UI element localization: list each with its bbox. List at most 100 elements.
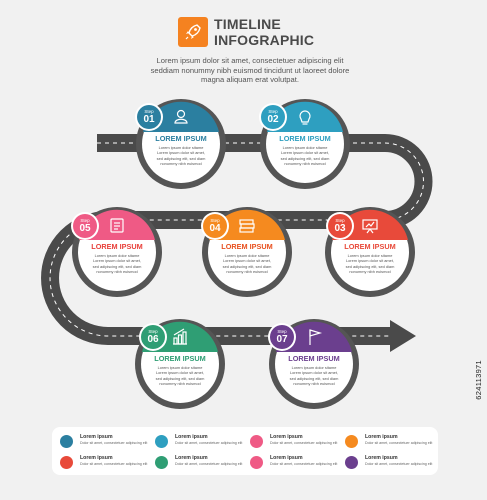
legend-desc: Dolor sit amet, consectetuer adipiscing … bbox=[80, 441, 148, 445]
legend-desc: Dolor sit amet, consectetuer adipiscing … bbox=[175, 462, 243, 466]
step-title: LOREM IPSUM bbox=[288, 354, 340, 363]
legend-desc: Dolor sit amet, consectetuer adipiscing … bbox=[365, 441, 433, 445]
legend-item: Lorem ipsum Dolor sit amet, consectetuer… bbox=[250, 454, 342, 470]
bar-chart-icon bbox=[173, 328, 187, 345]
step-line: Lorem ipsum dolor sit amet, bbox=[289, 370, 338, 376]
step-4-text: LOREM IPSUM Lorem ipsum dolor sitame Lor… bbox=[210, 242, 284, 274]
flag-icon bbox=[309, 329, 323, 345]
step-line: nonummy nibh euismod bbox=[226, 268, 268, 274]
step-word: Step bbox=[210, 218, 220, 223]
legend-title: Lorem ipsum bbox=[175, 455, 208, 461]
step-number: 03 bbox=[334, 223, 346, 234]
legend-title: Lorem ipsum bbox=[80, 434, 113, 440]
step-line: sed adipiscing elit, sed diam bbox=[155, 375, 205, 381]
legend-item: Lorem ipsum Dolor sit amet, consectetuer… bbox=[345, 454, 437, 470]
legend-desc: Dolor sit amet, consectetuer adipiscing … bbox=[270, 441, 338, 445]
step-1-text: LOREM IPSUM Lorem ipsum dolor sitame Lor… bbox=[144, 134, 218, 166]
step-number: 07 bbox=[276, 334, 288, 345]
step-badge-6: Step 06 bbox=[141, 325, 165, 349]
legend-desc: Dolor sit amet, consectetuer adipiscing … bbox=[270, 462, 338, 466]
legend-dot bbox=[345, 456, 358, 469]
step-line: nonummy nibh euismod bbox=[96, 268, 138, 274]
legend-dot bbox=[60, 435, 73, 448]
legend-title: Lorem ipsum bbox=[270, 434, 303, 440]
step-title: LOREM IPSUM bbox=[155, 134, 207, 143]
step-title: LOREM IPSUM bbox=[91, 242, 143, 251]
step-badge-7: Step 07 bbox=[270, 325, 294, 349]
step-line: sed adipiscing elit, sed diam bbox=[289, 375, 339, 381]
legend-item: Lorem ipsum Dolor sit amet, consectetuer… bbox=[60, 454, 152, 470]
step-3-text: LOREM IPSUM Lorem ipsum dolor sitame Lor… bbox=[333, 242, 407, 274]
step-line: Lorem ipsum dolor sitame bbox=[157, 365, 203, 370]
legend-title: Lorem ipsum bbox=[365, 434, 398, 440]
step-6-text: LOREM IPSUM Lorem ipsum dolor sitame Lor… bbox=[143, 354, 217, 386]
step-line: Lorem ipsum dolor sit amet, bbox=[345, 258, 394, 264]
money-stack-icon bbox=[239, 219, 255, 233]
step-number: 01 bbox=[143, 114, 155, 125]
step-line: sed adipiscing elit, sed diam bbox=[222, 263, 272, 269]
legend-dot bbox=[250, 456, 263, 469]
legend-desc: Dolor sit amet, consectetuer adipiscing … bbox=[80, 462, 148, 466]
intro-text: Lorem ipsum dolor sit amet, consectetuer… bbox=[100, 56, 400, 85]
legend-desc: Dolor sit amet, consectetuer adipiscing … bbox=[365, 462, 433, 466]
legend-title: Lorem ipsum bbox=[270, 455, 303, 461]
step-word: Step bbox=[144, 109, 154, 114]
road-center-line bbox=[49, 142, 424, 337]
lightbulb-icon bbox=[299, 110, 311, 125]
road-arrow-head bbox=[390, 320, 416, 352]
rocket-icon bbox=[185, 24, 201, 40]
step-line: Lorem ipsum dolor sit amet, bbox=[156, 150, 205, 156]
legend-dot bbox=[60, 456, 73, 469]
step-line: nonummy nibh euismod bbox=[160, 160, 202, 166]
step-title: LOREM IPSUM bbox=[154, 354, 206, 363]
legend-item: Lorem ipsum Dolor sit amet, consectetuer… bbox=[60, 433, 152, 449]
step-number: 05 bbox=[79, 223, 91, 234]
legend-title: Lorem ipsum bbox=[365, 455, 398, 461]
step-word: Step bbox=[268, 109, 278, 114]
legend-item: Lorem ipsum Dolor sit amet, consectetuer… bbox=[250, 433, 342, 449]
step-line: Lorem ipsum dolor sit amet, bbox=[222, 258, 271, 264]
step-number: 06 bbox=[147, 334, 159, 345]
legend-dot bbox=[250, 435, 263, 448]
header-logo bbox=[178, 17, 208, 47]
step-badge-4: Step 04 bbox=[203, 214, 227, 238]
intro-line: seddiam nonummy nibh euismod tincidunt u… bbox=[150, 65, 350, 75]
step-line: Lorem ipsum dolor sit amet, bbox=[155, 370, 204, 376]
legend-title: Lorem ipsum bbox=[80, 455, 113, 461]
step-7-text: LOREM IPSUM Lorem ipsum dolor sitame Lor… bbox=[277, 354, 351, 386]
legend-item: Lorem ipsum Dolor sit amet, consectetuer… bbox=[155, 454, 247, 470]
legend-panel: Lorem ipsum Dolor sit amet, consectetuer… bbox=[52, 427, 438, 475]
step-line: nonummy nibh euismod bbox=[293, 380, 335, 386]
step-line: sed adipiscing elit, sed diam bbox=[280, 155, 330, 161]
step-2-text: LOREM IPSUM Lorem ipsum dolor sitame Lor… bbox=[268, 134, 342, 166]
step-line: nonummy nibh euismod bbox=[159, 380, 201, 386]
document-icon bbox=[110, 218, 124, 233]
legend-title: Lorem ipsum bbox=[175, 434, 208, 440]
step-line: Lorem ipsum dolor sitame bbox=[224, 253, 270, 258]
step-word: Step bbox=[335, 218, 345, 223]
step-line: nonummy nibh euismod bbox=[349, 268, 391, 274]
step-word: Step bbox=[277, 329, 287, 334]
step-line: sed adipiscing elit, sed diam bbox=[92, 263, 142, 269]
user-icon bbox=[174, 109, 188, 124]
step-title: LOREM IPSUM bbox=[221, 242, 273, 251]
step-line: sed adipiscing elit, sed diam bbox=[156, 155, 206, 161]
step-word: Step bbox=[148, 329, 158, 334]
title-line-2: INFOGRAPHIC bbox=[214, 32, 315, 48]
title-line-1: TIMELINE bbox=[214, 16, 281, 32]
step-badge-2: Step 02 bbox=[261, 105, 285, 129]
intro-line: Lorem ipsum dolor sit amet, consectetuer… bbox=[156, 56, 344, 65]
legend-item: Lorem ipsum Dolor sit amet, consectetuer… bbox=[155, 433, 247, 449]
step-line: Lorem ipsum dolor sitame bbox=[291, 365, 337, 370]
legend-dot bbox=[155, 435, 168, 448]
step-line: nonummy nibh euismod bbox=[284, 160, 326, 166]
step-2-node bbox=[260, 99, 350, 189]
step-line: Lorem ipsum dolor sitame bbox=[158, 145, 204, 150]
step-5-text: LOREM IPSUM Lorem ipsum dolor sitame Lor… bbox=[80, 242, 154, 274]
step-line: Lorem ipsum dolor sitame bbox=[347, 253, 393, 258]
step-word: Step bbox=[80, 218, 90, 223]
step-line: sed adipiscing elit, sed diam bbox=[345, 263, 395, 269]
step-number: 02 bbox=[267, 114, 279, 125]
intro-line: magna aliquam erat volutpat. bbox=[201, 75, 299, 84]
